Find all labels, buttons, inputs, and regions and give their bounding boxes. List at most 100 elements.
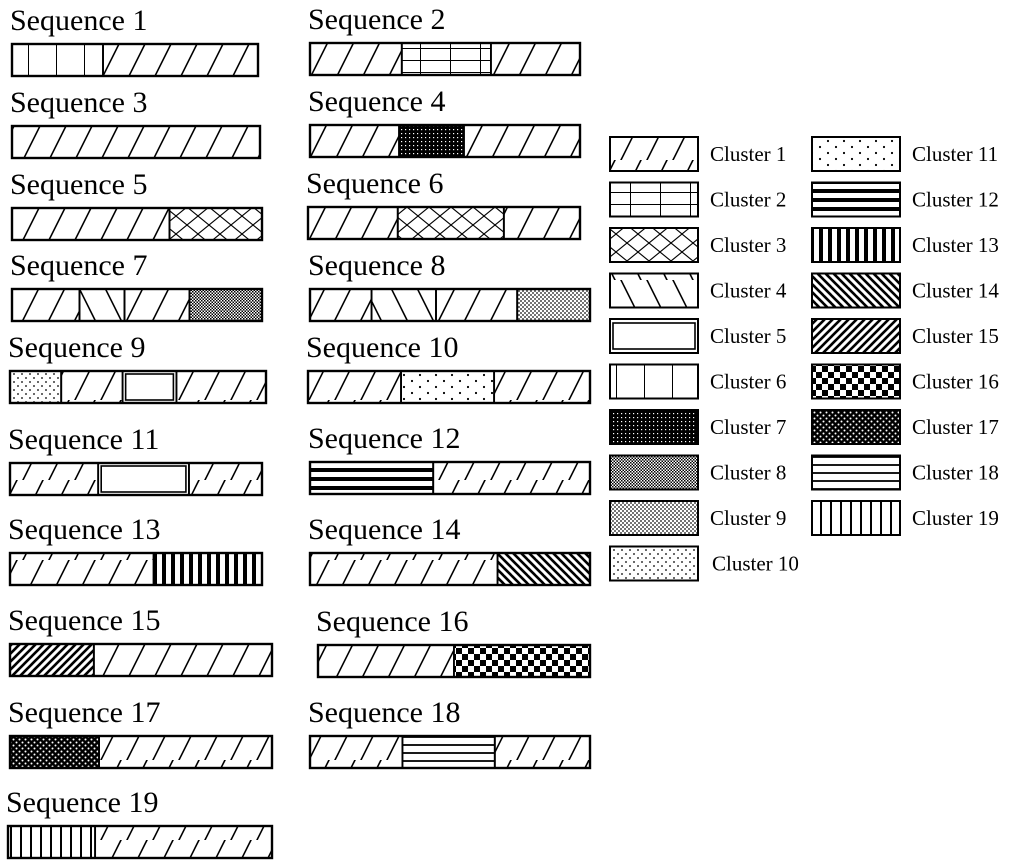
legend-item-cluster-19: Cluster 19	[811, 500, 999, 536]
legend-swatch	[811, 409, 901, 445]
legend-label: Cluster 12	[912, 188, 999, 212]
segment-cluster-1	[309, 552, 499, 586]
legend-label: Cluster 1	[710, 142, 786, 166]
sequence-label: Sequence 10	[306, 331, 458, 364]
legend-item-cluster-13: Cluster 13	[811, 227, 999, 263]
segment-cluster-18	[401, 735, 496, 769]
sequence-13: Sequence 13	[8, 513, 264, 587]
legend-item-cluster-4: Cluster 4	[609, 272, 787, 309]
legend-item-cluster-3: Cluster 3	[609, 227, 786, 263]
legend-swatch	[811, 272, 901, 309]
legend-label: Cluster 15	[912, 324, 999, 348]
segment-cluster-3	[396, 206, 505, 240]
segment-cluster-1	[493, 735, 591, 769]
legend-swatch	[609, 181, 699, 218]
segment-cluster-1	[175, 370, 267, 404]
segment-cluster-1	[309, 124, 400, 158]
segment-cluster-9	[516, 288, 591, 322]
legend-swatch	[609, 136, 699, 172]
sequence-label: Sequence 19	[6, 786, 158, 819]
legend-label: Cluster 17	[912, 415, 999, 439]
sequence-bar-outline	[308, 123, 582, 159]
sequence-label: Sequence 4	[308, 85, 445, 118]
sequence-label: Sequence 6	[306, 167, 443, 200]
legend-swatch	[811, 181, 901, 218]
sequence-bar-outline	[316, 643, 592, 679]
segment-cluster-1	[309, 735, 404, 769]
segment-cluster-5-inner	[124, 373, 175, 401]
sequence-label: Sequence 9	[8, 331, 145, 364]
legend-swatch	[609, 454, 699, 491]
sequence-bar-outline	[8, 642, 274, 678]
segment-cluster-1	[432, 461, 591, 495]
legend-label: Cluster 18	[912, 461, 999, 485]
sequence-bar-outline	[306, 369, 592, 405]
legend-swatch-inner	[612, 322, 696, 350]
sequence-label: Sequence 13	[8, 513, 160, 546]
segment-cluster-10	[9, 370, 63, 404]
sequence-bar-outline	[308, 734, 592, 770]
sequence-bar-outline	[8, 369, 268, 405]
sequence-bar-outline	[10, 206, 264, 242]
segment-cluster-4	[370, 288, 437, 322]
legend-swatch	[609, 500, 699, 536]
legend-swatch	[609, 363, 699, 400]
sequence-bar-outline	[10, 42, 260, 78]
sequence-bar-outline	[8, 734, 274, 770]
segment-cluster-5	[121, 370, 178, 404]
segment-cluster-1	[98, 735, 273, 769]
legend-item-cluster-7: Cluster 7	[609, 409, 786, 445]
segment-cluster-1	[317, 644, 455, 678]
sequence-6: Sequence 6	[306, 167, 582, 241]
segment-cluster-17	[9, 735, 100, 769]
segment-cluster-1	[462, 124, 581, 158]
sequence-15: Sequence 15	[8, 604, 274, 678]
segment-cluster-19	[7, 825, 97, 859]
segment-cluster-11	[400, 370, 496, 404]
legend-label: Cluster 2	[710, 188, 786, 212]
sequence-bar-outline	[308, 460, 592, 496]
segment-cluster-1	[9, 462, 100, 496]
sequence-label: Sequence 11	[8, 423, 159, 456]
sequence-9: Sequence 9	[8, 331, 268, 405]
sequence-18: Sequence 18	[308, 696, 592, 770]
segment-cluster-1	[92, 643, 273, 677]
sequence-1: Sequence 1	[10, 4, 260, 78]
legend-item-cluster-14: Cluster 14	[811, 272, 999, 309]
legend-item-cluster-9: Cluster 9	[609, 500, 786, 536]
sequence-7: Sequence 7	[10, 249, 264, 323]
sequence-12: Sequence 12	[308, 422, 592, 496]
legend-item-cluster-5: Cluster 5	[609, 318, 786, 354]
cluster-legend: Cluster 1 Cluster 2 Cluster 3 Cluster 4 Clus…	[609, 136, 999, 582]
segment-cluster-1	[102, 43, 259, 77]
segment-cluster-13	[152, 552, 263, 586]
sequence-bar-outline	[10, 287, 264, 323]
legend-label: Cluster 9	[710, 506, 786, 530]
legend-swatch	[609, 545, 699, 582]
sequence-label: Sequence 16	[316, 605, 468, 638]
sequence-10: Sequence 10	[306, 331, 592, 405]
segment-cluster-1	[502, 206, 581, 240]
legend-label: Cluster 4	[710, 279, 787, 303]
sequence-label: Sequence 18	[308, 696, 460, 729]
sequence-8: Sequence 8	[308, 249, 592, 323]
legend-label: Cluster 3	[710, 233, 786, 257]
sequence-label: Sequence 15	[8, 604, 160, 637]
sequence-14: Sequence 14	[308, 513, 592, 587]
segment-cluster-6	[11, 43, 104, 77]
legend-label: Cluster 14	[912, 279, 999, 303]
legend-swatch	[811, 227, 901, 263]
legend-label: Cluster 19	[912, 506, 999, 530]
legend-label: Cluster 16	[912, 370, 999, 394]
segment-cluster-1	[11, 207, 171, 241]
legend-item-cluster-11: Cluster 11	[811, 136, 998, 172]
segment-cluster-1	[307, 206, 399, 240]
segment-cluster-1	[307, 370, 402, 404]
sequence-label: Sequence 12	[308, 422, 460, 455]
segment-cluster-1	[493, 370, 591, 404]
legend-label: Cluster 13	[912, 233, 999, 257]
legend-swatch	[609, 272, 699, 309]
segment-cluster-1	[435, 288, 519, 322]
legend-swatch	[609, 227, 699, 263]
